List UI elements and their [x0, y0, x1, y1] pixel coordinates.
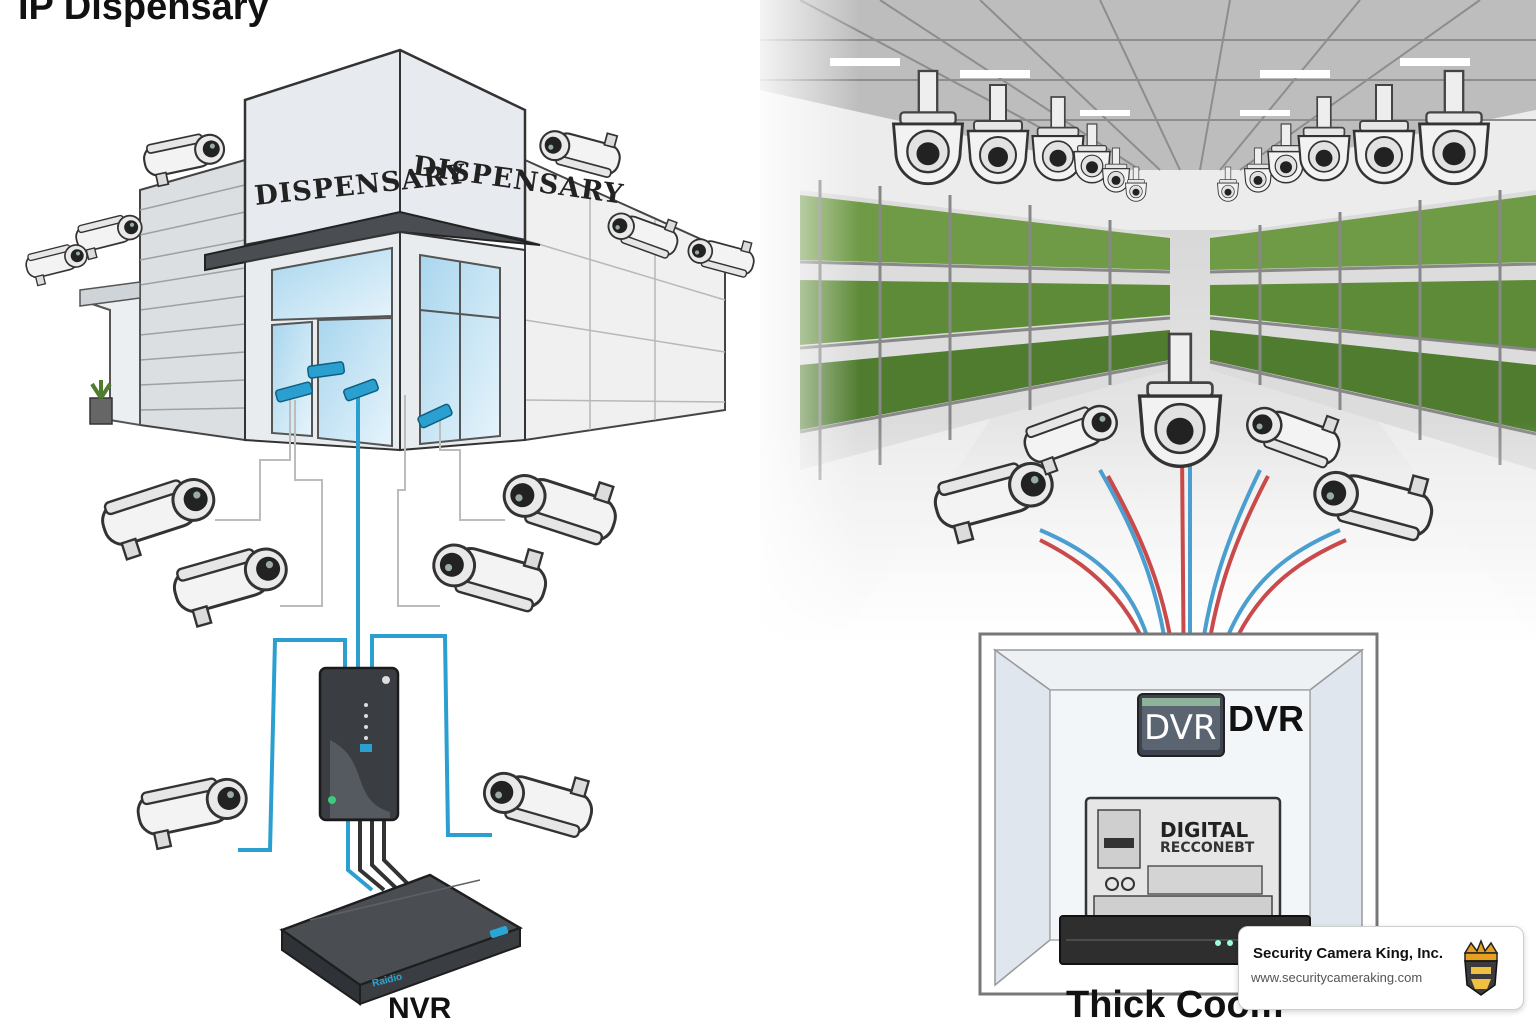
- recorder-label-line2: RECCONEBT: [1160, 840, 1255, 856]
- shelving-right: [1209, 190, 1536, 470]
- crown-king-logo-icon: [1463, 939, 1499, 996]
- security-camera-icon: [95, 469, 226, 565]
- security-camera-icon: [496, 453, 627, 550]
- badge-company-name: Security Camera King, Inc.: [1253, 945, 1444, 962]
- dvr-screen-text: DVR: [1144, 708, 1217, 748]
- nvr-device-icon: [279, 873, 523, 1006]
- security-camera-icon: [167, 539, 297, 632]
- dvr-device-icon: [1137, 693, 1225, 757]
- potted-plant: [89, 380, 113, 425]
- brand-badge[interactable]: Security Camera King, Inc. www.securityc…: [1238, 926, 1524, 1010]
- nvr-label: NVR: [388, 992, 452, 1025]
- warehouse-background: [740, 0, 1536, 650]
- security-camera-icon: [132, 770, 255, 853]
- dvr-label: DVR: [1228, 698, 1305, 739]
- network-cables: [215, 388, 505, 892]
- poe-switch-icon: [318, 666, 400, 822]
- recorder-label-line1: DIGITAL: [1160, 818, 1249, 842]
- security-camera-icon: [426, 523, 556, 616]
- page-title: IP Dispensary: [18, 0, 269, 28]
- security-camera-icon: [22, 239, 93, 289]
- network-jacks: [274, 361, 453, 429]
- security-camera-icon: [477, 752, 602, 842]
- badge-url[interactable]: www.securitycameraking.com: [1251, 970, 1423, 985]
- dispensary-building: [79, 48, 726, 452]
